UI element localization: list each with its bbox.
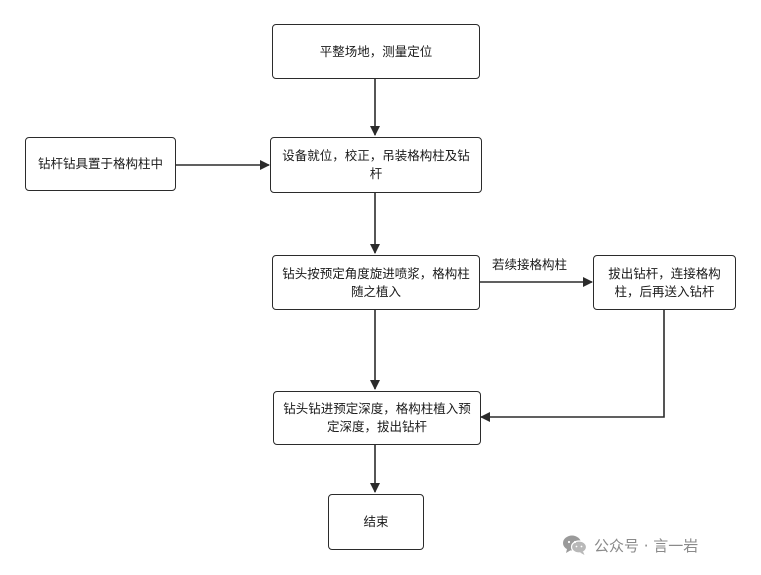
node-drill-grouting: 钻头按预定角度旋进喷浆，格构柱随之植入 xyxy=(272,255,480,310)
watermark-text: 公众号 · 言一岩 xyxy=(594,536,699,555)
edge-label-continue: 若续接格构柱 xyxy=(492,257,568,272)
wechat-icon xyxy=(563,535,588,555)
node-drill-in-column: 钻杆钻具置于格构柱中 xyxy=(25,137,176,191)
node-extend-column: 拔出钻杆，连接格构柱，后再送入钻杆 xyxy=(593,255,736,310)
node-reach-depth: 钻头钻进预定深度，格构柱植入预定深度，拔出钻杆 xyxy=(273,391,481,445)
node-equipment-setup: 设备就位，校正，吊装格构柱及钻杆 xyxy=(270,137,482,193)
arrow-n5-n6 xyxy=(480,310,665,422)
node-site-leveling: 平整场地，测量定位 xyxy=(272,24,480,79)
node-end: 结束 xyxy=(328,494,424,550)
watermark: 公众号 · 言一岩 xyxy=(562,533,698,557)
